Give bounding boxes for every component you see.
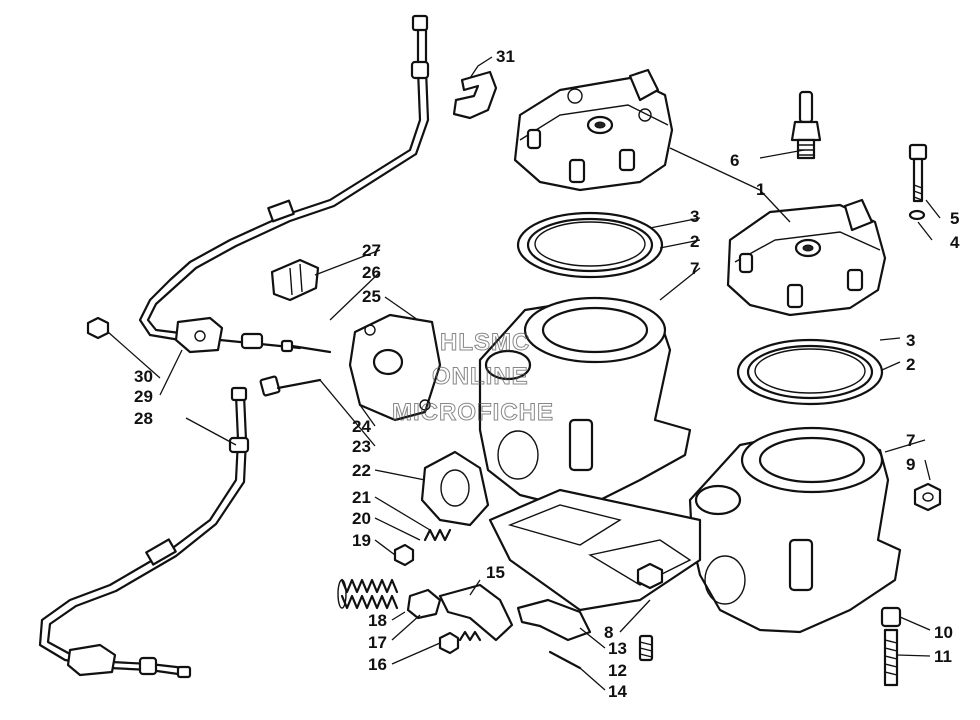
head-bolt <box>908 143 928 221</box>
callout-13: 13 <box>608 639 627 658</box>
upper-cable <box>138 14 430 342</box>
callout-18: 18 <box>368 611 387 630</box>
valve-cover <box>438 583 514 642</box>
callout-10: 10 <box>934 623 953 642</box>
callout-24: 24 <box>352 417 371 436</box>
valve-gasket <box>420 450 490 527</box>
mounting-plate <box>348 313 442 422</box>
callout-labels: 31 6 1 3 2 7 5 4 3 2 7 9 10 11 8 13 12 1… <box>134 47 960 701</box>
watermark-line3: MICROFICHE <box>392 399 554 426</box>
valve-spring <box>337 578 399 610</box>
callout-31: 31 <box>496 47 515 66</box>
spark-plug <box>790 90 822 160</box>
valve-lever <box>516 598 592 642</box>
cable-clip <box>452 70 498 120</box>
cylinder-stud <box>880 606 902 687</box>
callout-7-upper: 7 <box>690 259 699 278</box>
valve-spring-lower <box>438 630 482 655</box>
valve-spring-small <box>393 528 452 567</box>
callout-27: 27 <box>362 241 381 260</box>
lower-cable <box>38 386 250 679</box>
callout-12: 12 <box>608 661 627 680</box>
base-gasket <box>488 488 702 612</box>
callout-7-lower: 7 <box>906 431 915 450</box>
callout-9: 9 <box>906 455 915 474</box>
cylinder-head-left <box>513 68 674 192</box>
callout-3-lower: 3 <box>906 331 915 350</box>
cylinder-left <box>478 296 692 507</box>
callout-16: 16 <box>368 655 387 674</box>
callout-11: 11 <box>934 647 952 666</box>
callout-2-lower: 2 <box>906 355 915 374</box>
callout-30: 30 <box>134 367 153 386</box>
callout-28-left: 28 <box>134 409 153 428</box>
flange-nut <box>913 482 942 512</box>
leader-lines <box>107 56 941 691</box>
retaining-clip <box>270 258 320 302</box>
head-gasket-left <box>516 211 664 279</box>
callout-20: 20 <box>352 509 371 528</box>
callout-5: 5 <box>950 209 959 228</box>
watermark-line1: HLSMC <box>440 329 530 356</box>
callout-21: 21 <box>352 488 371 507</box>
watermark-line2: ONLINE <box>432 363 529 390</box>
callout-15: 15 <box>486 563 505 582</box>
small-screw <box>548 634 654 670</box>
callout-14: 14 <box>608 682 627 701</box>
valve-piston <box>406 588 442 620</box>
callout-17: 17 <box>368 633 387 652</box>
head-gasket-right <box>736 338 884 406</box>
callout-8: 8 <box>604 623 613 642</box>
callout-26: 26 <box>362 263 381 282</box>
callout-4: 4 <box>950 233 960 252</box>
callout-3-upper: 3 <box>690 207 699 226</box>
callout-25: 25 <box>362 287 381 306</box>
throttle-cable-assembly <box>86 316 332 354</box>
callout-6: 6 <box>730 151 739 170</box>
callout-29: 29 <box>134 387 153 406</box>
watermark: HLSMC ONLINE MICROFICHE <box>392 329 554 427</box>
callout-23: 23 <box>352 437 371 456</box>
callout-19: 19 <box>352 531 371 550</box>
callout-1: 1 <box>756 180 765 199</box>
cylinder-right <box>688 426 902 634</box>
mounting-bolt <box>259 375 322 397</box>
callout-2-upper: 2 <box>690 232 699 251</box>
callout-22: 22 <box>352 461 371 480</box>
cylinder-head-right <box>726 198 887 317</box>
